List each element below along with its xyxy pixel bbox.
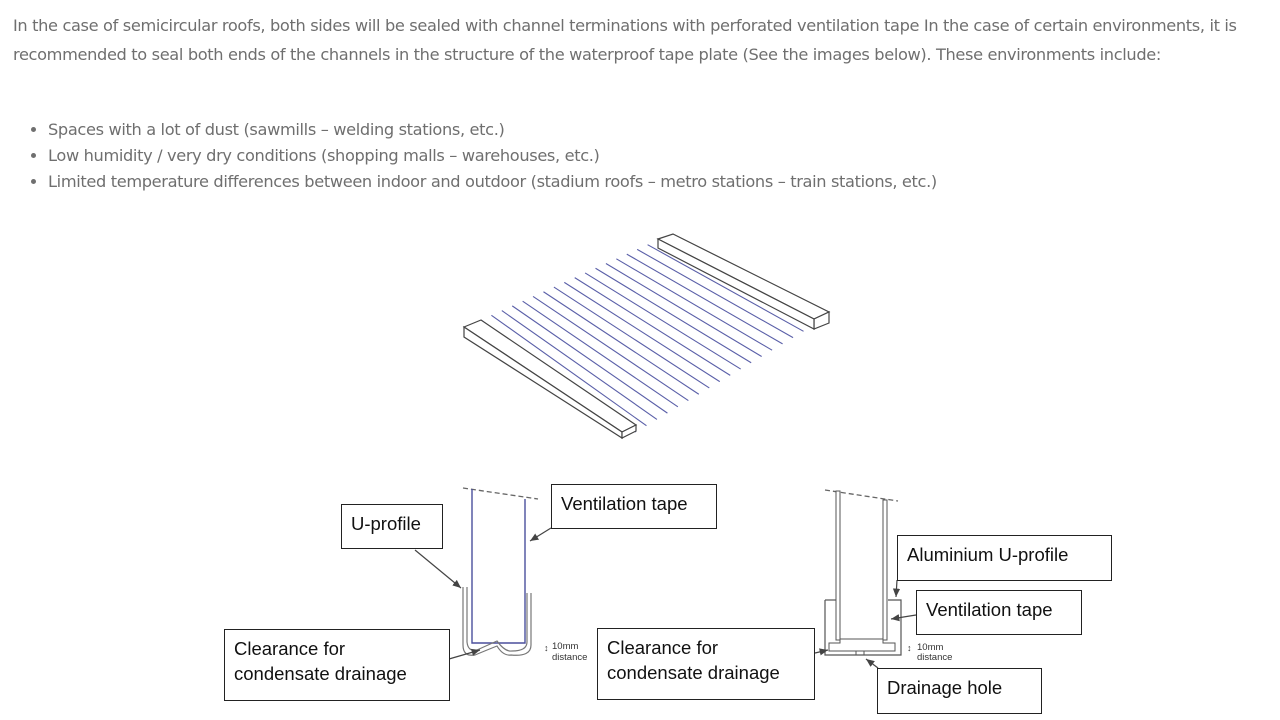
label-aluminium-u-profile: Aluminium U-profile bbox=[897, 535, 1112, 581]
back-end-profile bbox=[656, 233, 831, 330]
right-section-diagram: ↕ 10mm distance bbox=[814, 489, 952, 669]
list-item: Low humidity / very dry conditions (shop… bbox=[48, 143, 937, 169]
label-clearance: Clearance for condensate drainage bbox=[597, 628, 815, 700]
channel-line bbox=[574, 277, 731, 376]
label-clearance: Clearance for condensate drainage bbox=[224, 629, 450, 701]
channel-line bbox=[543, 291, 700, 395]
label-drainage-hole: Drainage hole bbox=[877, 668, 1042, 714]
channel-line bbox=[636, 248, 794, 339]
channel-line bbox=[501, 310, 658, 420]
channel-line bbox=[626, 253, 783, 345]
roof-sheet-illustration bbox=[462, 233, 831, 440]
channel-line bbox=[522, 300, 679, 408]
channel-line bbox=[616, 258, 773, 351]
channel-line bbox=[532, 296, 689, 401]
channel-lines bbox=[480, 239, 815, 433]
svg-text:↕: ↕ bbox=[907, 643, 912, 653]
channel-line bbox=[584, 272, 741, 370]
channel-line bbox=[605, 263, 762, 357]
label-ventilation-tape: Ventilation tape bbox=[551, 484, 717, 529]
left-section-diagram: ↕ 10mm distance bbox=[414, 487, 587, 663]
list-item: Limited temperature differences between … bbox=[48, 169, 937, 195]
label-u-profile: U-profile bbox=[341, 504, 443, 549]
channel-line bbox=[553, 286, 710, 389]
list-item: Spaces with a lot of dust (sawmills – we… bbox=[48, 117, 937, 143]
channel-line bbox=[511, 305, 668, 414]
channel-line bbox=[595, 267, 752, 364]
svg-text:↕: ↕ bbox=[544, 643, 549, 653]
front-end-profile bbox=[462, 319, 638, 440]
dimension-value: 10mm bbox=[552, 641, 578, 652]
channel-line bbox=[563, 281, 721, 383]
label-ventilation-tape: Ventilation tape bbox=[916, 590, 1082, 635]
channel-line bbox=[491, 314, 647, 427]
intro-paragraph: In the case of semicircular roofs, both … bbox=[13, 16, 1237, 64]
dimension-caption: distance bbox=[552, 652, 587, 663]
dimension-caption: distance bbox=[917, 652, 952, 663]
environments-list: Spaces with a lot of dust (sawmills – we… bbox=[26, 117, 937, 195]
channel-line bbox=[647, 244, 804, 332]
dimension-value: 10mm bbox=[917, 642, 943, 653]
